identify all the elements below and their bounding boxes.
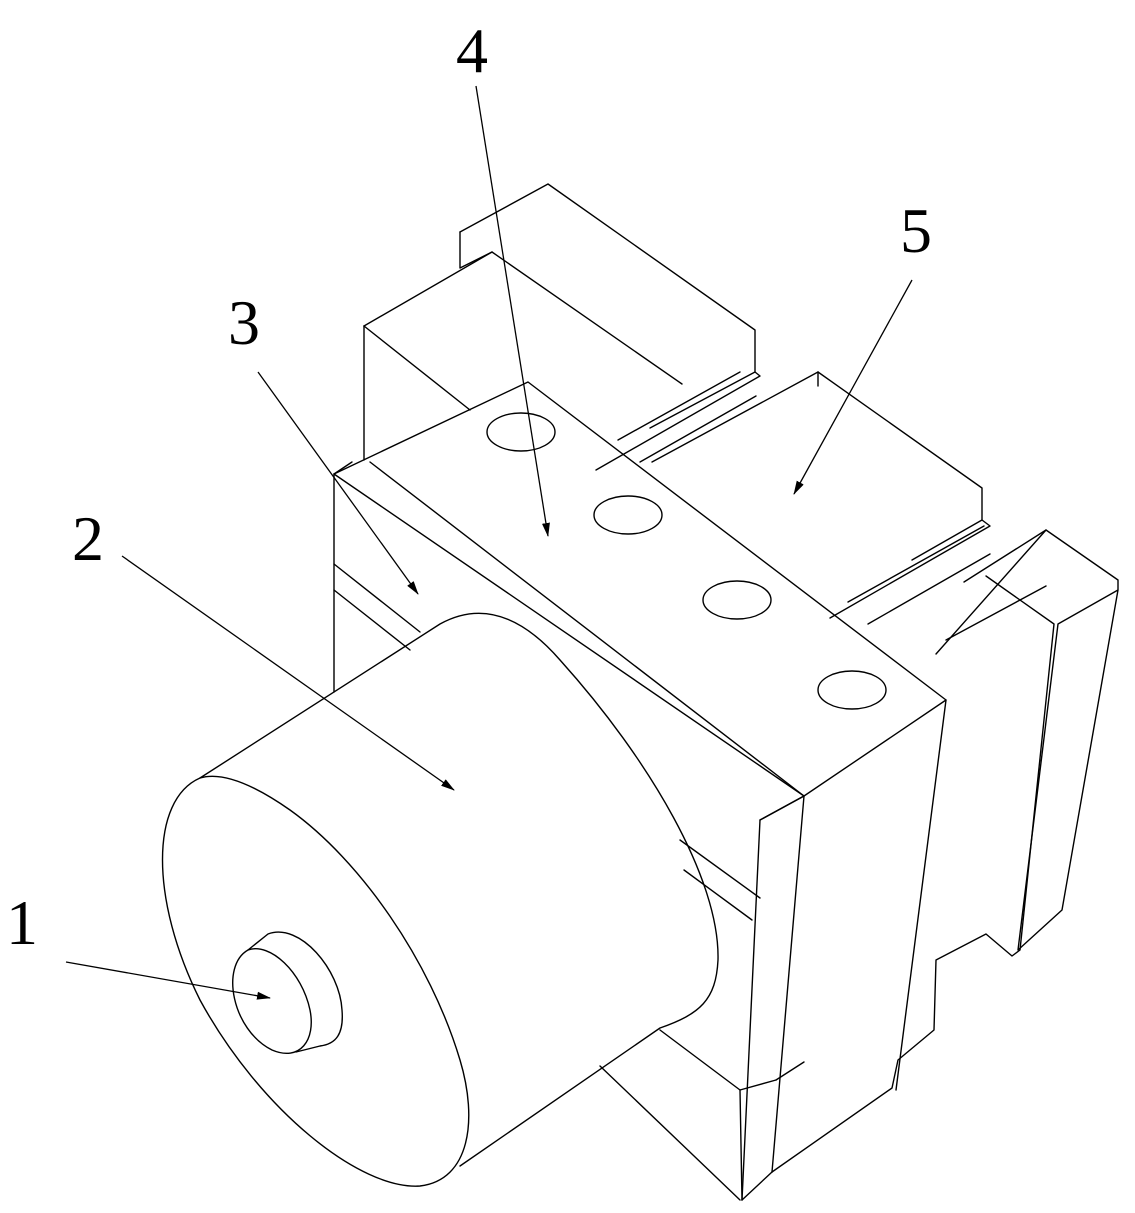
port-hole-1 xyxy=(486,412,556,452)
callout-labels: 1 2 3 4 5 xyxy=(6,15,932,958)
motor-housing xyxy=(161,612,719,1187)
callout-5: 5 xyxy=(900,195,932,266)
port-hole-4 xyxy=(817,670,887,710)
connector-block xyxy=(771,529,1119,1173)
callout-2: 2 xyxy=(72,503,104,574)
callout-4: 4 xyxy=(456,15,488,86)
leader-3 xyxy=(257,371,419,595)
hydraulic-block xyxy=(333,381,947,1201)
leader-1 xyxy=(65,961,271,1000)
leader-5 xyxy=(793,279,913,495)
right-valve-block xyxy=(651,371,991,625)
rear-valve-block xyxy=(363,183,761,471)
leader-4 xyxy=(475,85,550,537)
port-hole-2 xyxy=(593,495,663,535)
motor-shaft xyxy=(232,931,343,1055)
callout-3: 3 xyxy=(228,287,260,358)
leader-2 xyxy=(121,555,455,791)
port-hole-3 xyxy=(702,580,772,620)
leader-lines xyxy=(65,85,913,1000)
port-holes xyxy=(486,412,887,710)
callout-1: 1 xyxy=(6,887,38,958)
